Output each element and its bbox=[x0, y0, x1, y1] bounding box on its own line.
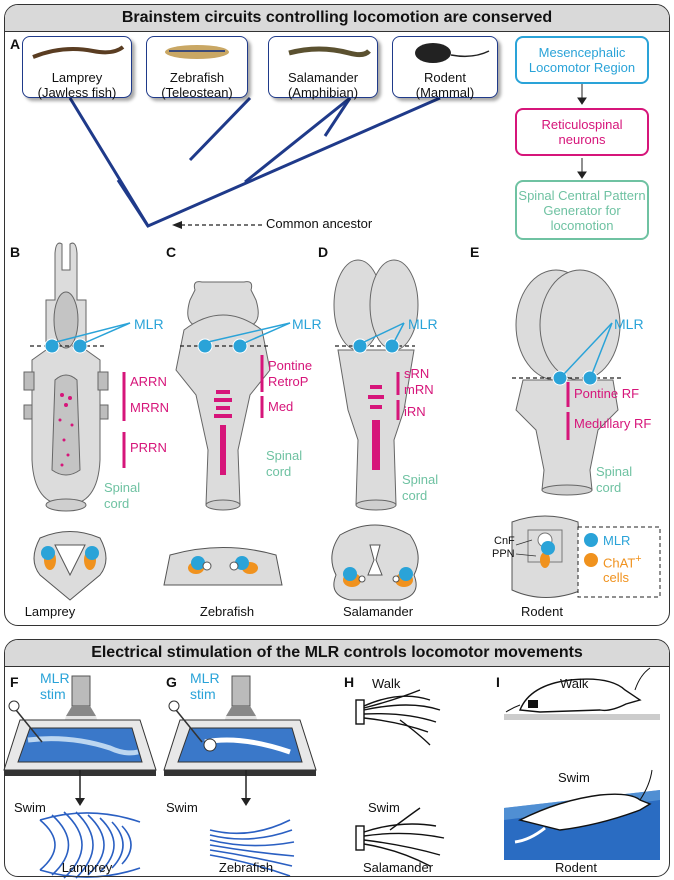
zebrafish-rs-neurons bbox=[214, 390, 232, 475]
zebrafish-icon bbox=[165, 45, 229, 59]
phylogenetic-tree bbox=[68, 96, 441, 228]
caption-zebrafish: Zebrafish bbox=[199, 604, 255, 619]
region-bars bbox=[122, 355, 570, 468]
panel-label-e: E bbox=[470, 244, 480, 260]
caption-f: Lamprey bbox=[61, 860, 113, 875]
species-group: (Mammal) bbox=[415, 85, 475, 100]
swim-label-f: Swim bbox=[14, 800, 46, 815]
common-ancestor-label: Common ancestor bbox=[266, 216, 373, 231]
species-name: Salamander bbox=[287, 70, 359, 85]
caption-g: Zebrafish bbox=[218, 860, 274, 875]
mlr-label-zebrafish: MLR bbox=[292, 316, 322, 332]
prrn-label: PRRN bbox=[130, 440, 167, 455]
mouse-icon bbox=[415, 43, 490, 63]
lamprey-rs-neurons bbox=[58, 393, 74, 467]
mlr-pointer-lines bbox=[55, 322, 613, 375]
mlr-level-lines bbox=[30, 345, 622, 379]
lamprey-icon bbox=[32, 45, 125, 59]
lamprey-swim-traces bbox=[39, 811, 141, 879]
swim-label-g: Swim bbox=[166, 800, 198, 815]
caption-h: Salamander bbox=[362, 860, 434, 875]
salamander-section bbox=[331, 524, 419, 601]
legend-box bbox=[577, 526, 661, 598]
panel-label-i: I bbox=[496, 674, 500, 690]
lamprey-brain bbox=[23, 242, 109, 512]
irn-label: iRN bbox=[404, 404, 426, 419]
caption-rodent: Rodent bbox=[521, 604, 563, 619]
zebrafish-swim-traces bbox=[209, 819, 295, 877]
med-label: Med bbox=[268, 399, 294, 414]
mlr-label-rodent: MLR bbox=[614, 316, 644, 332]
legend-chat: ChAT+cells bbox=[603, 553, 642, 586]
species-group: (Amphibian) bbox=[287, 85, 359, 100]
caption-lamprey: Lamprey bbox=[24, 604, 76, 619]
ppn-label: PPN bbox=[492, 548, 515, 560]
species-card-lamprey: Lamprey (Jawless fish) bbox=[22, 36, 132, 100]
salamander-rs-neurons bbox=[368, 385, 384, 470]
retrop-label: RetroP bbox=[268, 374, 309, 389]
swim-label-i: Swim bbox=[558, 770, 590, 785]
salamander-walk-limb bbox=[355, 689, 441, 746]
rodent-swim bbox=[504, 769, 660, 860]
caption-salamander: Salamander bbox=[342, 604, 414, 619]
species-name: Lamprey bbox=[51, 70, 103, 85]
species-group: (Teleostean) bbox=[161, 85, 233, 100]
top-panel-title: Brainstem circuits controlling locomotio… bbox=[5, 5, 669, 32]
arrow-g bbox=[241, 770, 251, 806]
cnf-label: CnF bbox=[494, 535, 515, 547]
species-card-zebrafish: Zebrafish (Teleostean) bbox=[146, 36, 248, 100]
rodent-section bbox=[511, 515, 583, 598]
srn-label: sRN bbox=[404, 366, 430, 381]
walk-label-h: Walk bbox=[372, 676, 401, 691]
ancestor-arrow bbox=[172, 221, 262, 229]
mrn-label: mRN bbox=[404, 382, 434, 397]
pontine-rf-label: Pontine RF bbox=[574, 386, 640, 401]
panel-label-f: F bbox=[10, 674, 19, 690]
arrow-f bbox=[75, 770, 85, 806]
panel-label-h: H bbox=[344, 674, 355, 690]
salamander-swim-limb bbox=[355, 807, 445, 867]
panel-label-b: B bbox=[10, 244, 21, 260]
flow-box-mlr: Mesencephalic Locomotor Region bbox=[515, 36, 649, 84]
mlr-dots bbox=[44, 338, 598, 386]
bottom-panel: Electrical stimulation of the MLR contro… bbox=[4, 639, 670, 877]
panel-label-d: D bbox=[318, 244, 329, 260]
mrrn-label: MRRN bbox=[130, 400, 169, 415]
caption-i: Rodent bbox=[555, 860, 597, 875]
medullary-rf-label: Medullary RF bbox=[574, 416, 652, 431]
zebrafish-section bbox=[163, 547, 283, 586]
zebrafish-brain bbox=[175, 281, 271, 511]
flow-box-reticulospinal: Reticulospinal neurons bbox=[515, 108, 649, 156]
swim-label-h: Swim bbox=[368, 800, 400, 815]
flow-arrows bbox=[577, 84, 587, 179]
species-name: Rodent bbox=[424, 70, 466, 85]
bottom-panel-title: Electrical stimulation of the MLR contro… bbox=[5, 640, 669, 667]
lamprey-section bbox=[33, 531, 107, 601]
species-card-rodent: Rodent (Mammal) bbox=[392, 36, 498, 100]
mlr-label-lamprey: MLR bbox=[134, 316, 164, 332]
species-group: (Jawless fish) bbox=[37, 85, 117, 100]
rodent-walk bbox=[504, 667, 660, 720]
panel-label-g: G bbox=[166, 674, 177, 690]
panel-label-c: C bbox=[166, 244, 177, 260]
legend-mlr: MLR bbox=[603, 533, 631, 548]
walk-label-i: Walk bbox=[560, 676, 589, 691]
mlr-label-salamander: MLR bbox=[408, 316, 438, 332]
salamander-icon bbox=[288, 46, 371, 58]
zebrafish-rig bbox=[163, 675, 317, 776]
species-card-salamander: Salamander (Amphibian) bbox=[268, 36, 378, 100]
species-name: Zebrafish bbox=[169, 70, 225, 85]
flow-box-spinal-cpg: Spinal Central Pattern Generator for loc… bbox=[515, 180, 649, 240]
panel-label-a: A bbox=[10, 36, 21, 52]
arrn-label: ARRN bbox=[130, 374, 167, 389]
pontine-label: Pontine bbox=[268, 358, 313, 373]
